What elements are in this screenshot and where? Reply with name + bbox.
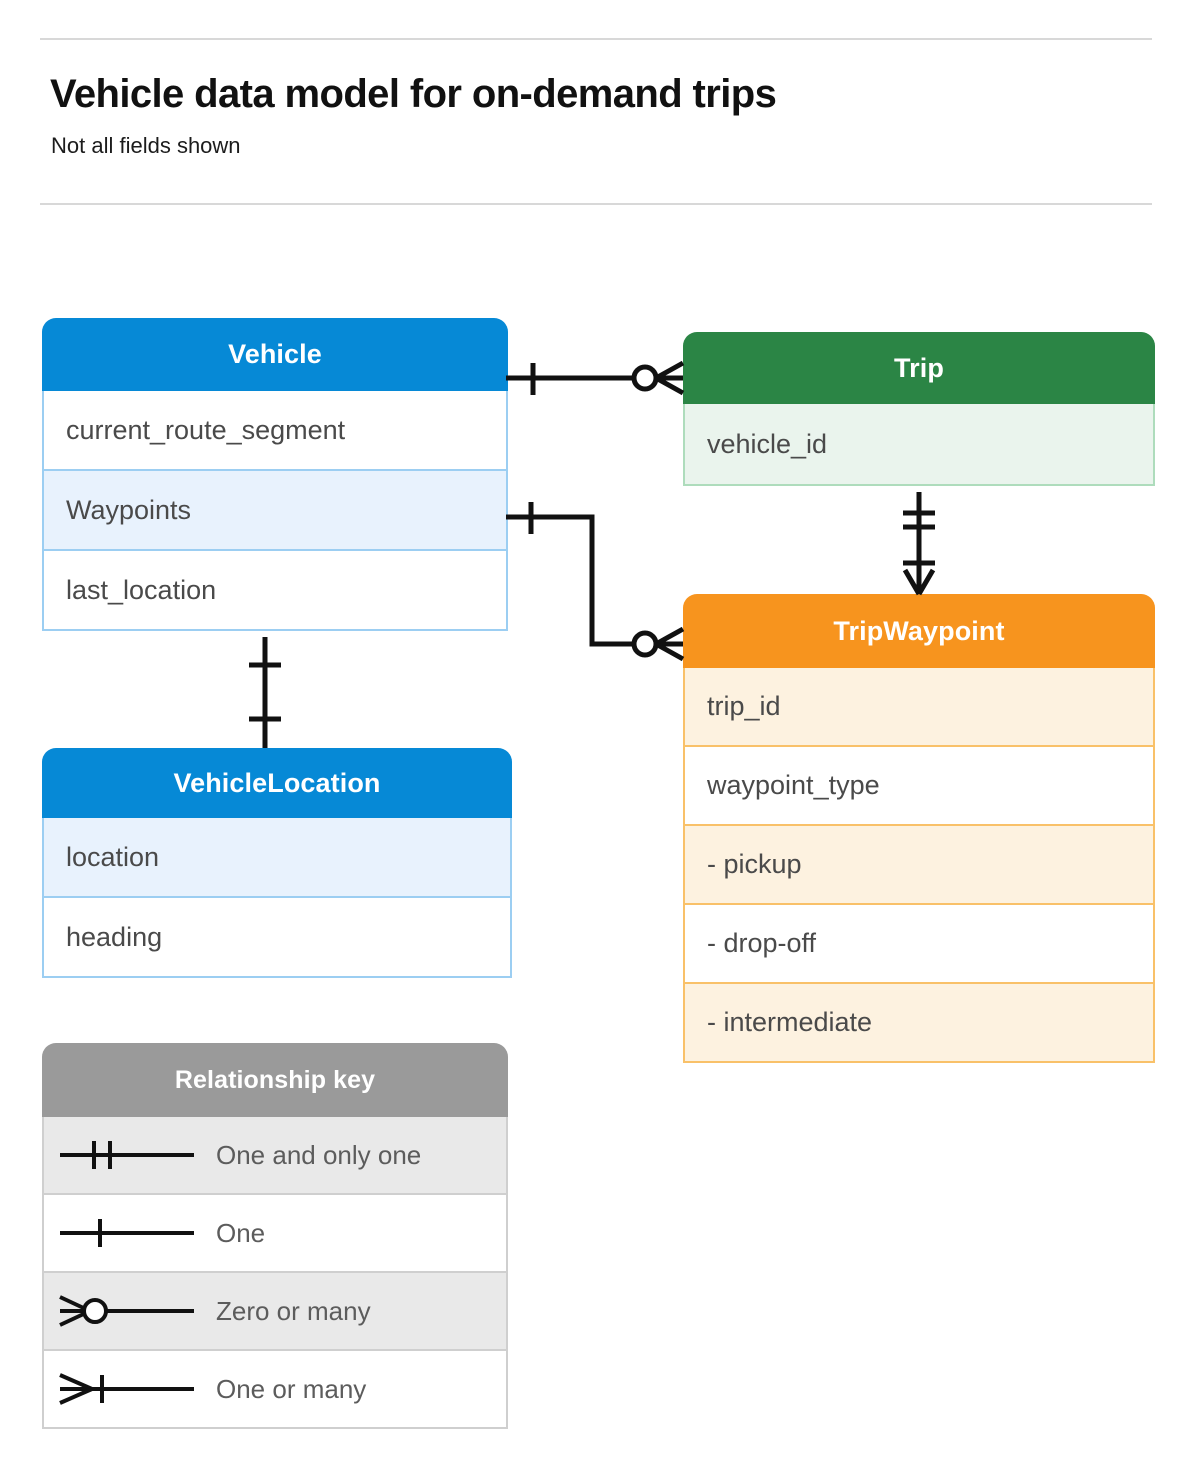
one-or-many-icon: [44, 1369, 216, 1409]
entity-tripwaypoint-field-4: - intermediate: [683, 984, 1155, 1063]
entity-vehicle-field-0: current_route_segment: [42, 391, 508, 471]
entity-tripwaypoint[interactable]: TripWaypoint trip_id waypoint_type - pic…: [683, 594, 1155, 1063]
entity-vehiclelocation[interactable]: VehicleLocation location heading: [42, 748, 512, 978]
connector-vehicle-trip: [506, 360, 685, 396]
entity-vehicle-field-1: Waypoints: [42, 471, 508, 551]
entity-tripwaypoint-title: TripWaypoint: [683, 594, 1155, 668]
legend-row-one-or-many: One or many: [42, 1351, 508, 1429]
connector-trip-tripwaypoint: [902, 492, 936, 596]
entity-tripwaypoint-field-2: - pickup: [683, 826, 1155, 905]
one-icon: [44, 1213, 216, 1253]
legend-label-one-or-many: One or many: [216, 1373, 367, 1404]
legend-label-zero-or-many: Zero or many: [216, 1295, 371, 1326]
entity-vehicle-title: Vehicle: [42, 318, 508, 391]
header-divider-bottom: [40, 203, 1152, 205]
entity-tripwaypoint-field-3: - drop-off: [683, 905, 1155, 984]
relationship-key-legend: Relationship key One and only one One: [42, 1043, 508, 1429]
legend-row-one-and-only-one: One and only one: [42, 1117, 508, 1195]
header-divider-top: [40, 38, 1152, 40]
entity-tripwaypoint-field-1: waypoint_type: [683, 747, 1155, 826]
connector-vehicle-vehiclelocation: [249, 637, 281, 748]
entity-trip-field-0: vehicle_id: [683, 404, 1155, 486]
zero-or-many-icon: [44, 1291, 216, 1331]
entity-trip-title: Trip: [683, 332, 1155, 404]
legend-row-zero-or-many: Zero or many: [42, 1273, 508, 1351]
entity-vehiclelocation-title: VehicleLocation: [42, 748, 512, 818]
entity-vehiclelocation-field-1: heading: [42, 898, 512, 978]
entity-tripwaypoint-field-0: trip_id: [683, 668, 1155, 747]
entity-vehicle-field-2: last_location: [42, 551, 508, 631]
legend-title: Relationship key: [42, 1043, 508, 1117]
legend-label-one-and-only-one: One and only one: [216, 1139, 422, 1170]
one-and-only-one-icon: [44, 1135, 216, 1175]
legend-label-one: One: [216, 1217, 266, 1248]
entity-vehicle[interactable]: Vehicle current_route_segment Waypoints …: [42, 318, 508, 631]
entity-vehiclelocation-field-0: location: [42, 818, 512, 898]
page-subtitle: Not all fields shown: [51, 133, 241, 158]
connector-waypoints-tripwaypoint: [506, 502, 685, 662]
legend-row-one: One: [42, 1195, 508, 1273]
page-title: Vehicle data model for on-demand trips: [50, 72, 777, 116]
entity-trip[interactable]: Trip vehicle_id: [683, 332, 1155, 486]
